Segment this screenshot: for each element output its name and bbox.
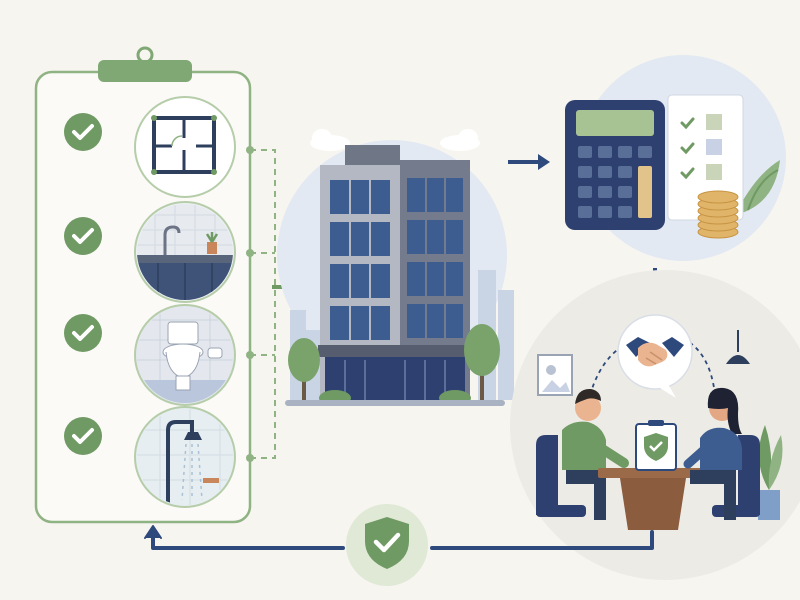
floor-plan-icon [134, 96, 236, 198]
shield-check-icon [346, 504, 428, 586]
check-circle-icon [64, 417, 102, 455]
handshake-meeting-icon [510, 270, 800, 580]
shield-check-icon [644, 433, 668, 461]
arrow-to-estimate-icon [508, 154, 550, 170]
toilet-icon [134, 304, 236, 406]
check-circle-icon [64, 217, 102, 255]
shower-icon [134, 406, 236, 508]
checklist-connectors [250, 149, 276, 459]
check-circle-icon [64, 113, 102, 151]
kitchen-sink-icon [134, 201, 236, 303]
office-building-icon [277, 129, 514, 406]
check-circle-icon [64, 314, 102, 352]
return-path [144, 525, 654, 550]
connector-dots [246, 146, 254, 462]
calculator-coins-icon [565, 55, 786, 261]
